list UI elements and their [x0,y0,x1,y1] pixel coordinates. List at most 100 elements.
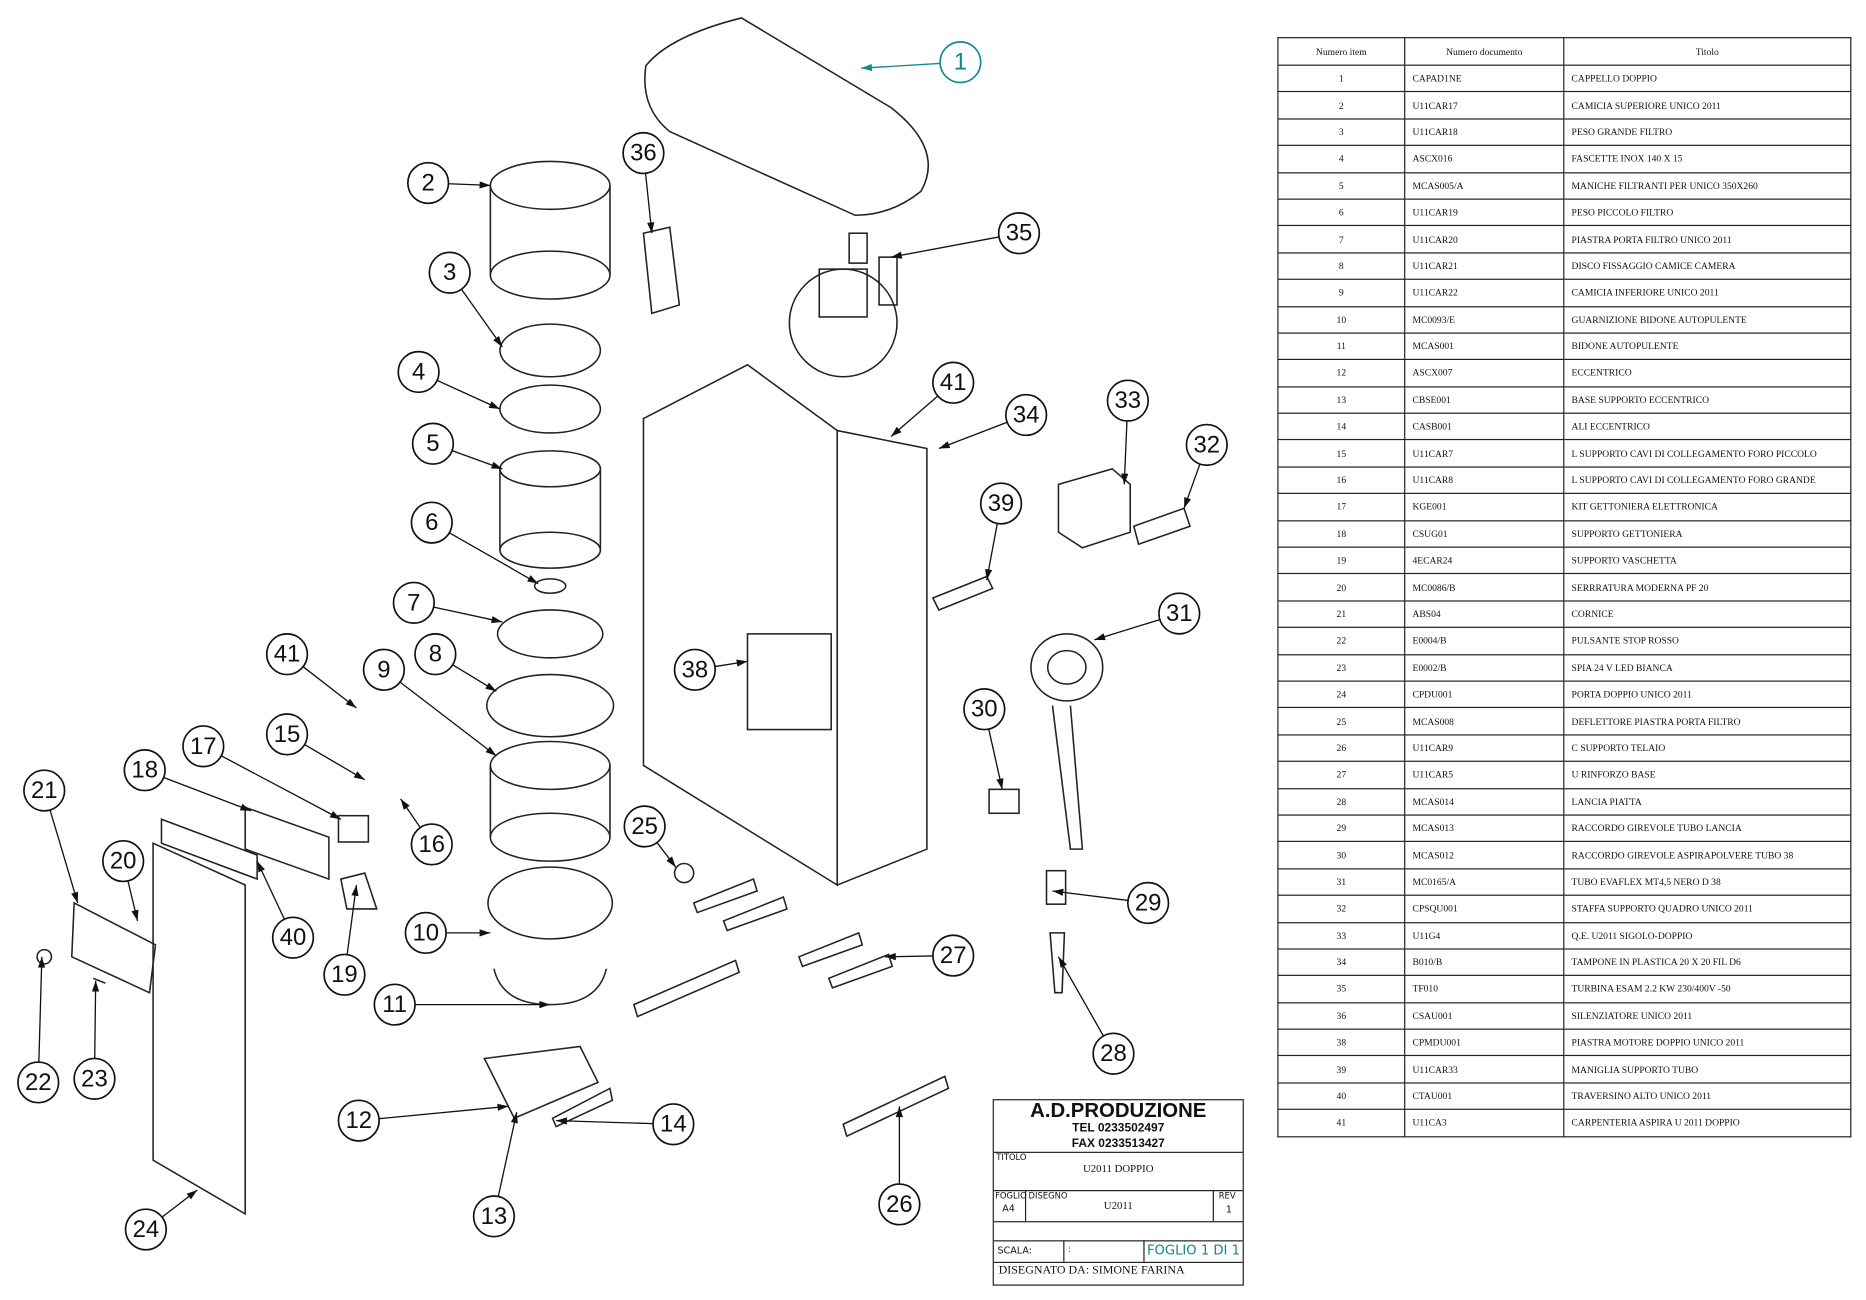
balloon-label: 26 [886,1191,913,1218]
balloon-circle [410,823,453,866]
document-number: MC0093/E [1404,305,1565,334]
arrowhead-icon [488,401,500,410]
item-title: KIT GETTONIERA ELETTRONICA [1563,493,1852,522]
document-number: U11CAR9 [1404,734,1565,763]
balloon-circle [323,953,366,996]
balloon-label: 41 [940,369,967,396]
item-title: ECCENTRICO [1563,359,1852,388]
scale-value: : [1068,1245,1071,1255]
document-number: ASCX007 [1404,359,1565,388]
item-title: SPIA 24 V LED BIANCA [1563,653,1852,682]
item-number: 12 [1277,359,1406,388]
item-number: 30 [1277,841,1406,870]
leader-line [38,956,43,1063]
item-number: 15 [1277,439,1406,468]
leader-line [890,236,1000,258]
arrowhead-icon [239,803,252,811]
item-number: 26 [1277,734,1406,763]
item-balloon: 14 [652,1103,695,1146]
item-number: 11 [1277,332,1406,361]
item-number: 6 [1277,198,1406,227]
item-balloon: 23 [73,1057,116,1100]
item-title: PESO PICCOLO FILTRO [1563,198,1852,227]
balloon-label: 23 [81,1065,108,1092]
leader-line [346,884,358,955]
balloon-label: 10 [412,919,439,946]
drawn-by: DISEGNATO DA: SIMONE FARINA [998,1264,1185,1278]
drawing-title: U2011 DOPPIO [1083,1162,1154,1175]
arrowhead-icon [345,698,357,709]
arrowhead-icon [400,798,410,810]
balloon-circle [406,161,450,205]
leader-line [378,1105,509,1120]
balloon-circle [414,633,457,676]
arrowhead-icon [1094,633,1106,641]
item-number: 18 [1277,519,1406,548]
balloon-label: 16 [418,831,445,858]
item-number: 9 [1277,278,1406,307]
document-number: MCAS012 [1404,841,1565,870]
item-balloon: 41 [932,361,975,404]
item-balloon: 6 [410,501,453,544]
revision: 1 [1225,1204,1232,1216]
arrowhead-icon [257,861,265,873]
item-balloon: 10 [404,911,447,955]
arrowhead-icon [527,575,539,584]
item-title: ALI ECCENTRICO [1563,412,1852,441]
leader-line [497,1112,518,1197]
balloon-label: 38 [682,656,709,683]
item-balloon: 20 [102,839,145,883]
parts-illustration [36,17,1191,1216]
item-title: TUBO EVAFLEX MT4,5 NERO D 38 [1563,867,1852,896]
item-balloon: 27 [932,934,975,977]
leader-line [460,288,503,348]
balloon-circle [1004,393,1048,437]
item-number: 13 [1277,385,1406,414]
leader-line [556,1119,654,1125]
balloon-circle [428,251,471,294]
item-title: GUARNIZIONE BIDONE AUTOPULENTE [1563,305,1852,334]
balloon-circle [652,1103,695,1146]
item-balloon: 36 [622,131,665,175]
balloon-label: 5 [426,430,439,457]
item-number: 34 [1277,948,1406,977]
leader-line [1052,890,1129,902]
item-title: TRAVERSINO ALTO UNICO 2011 [1563,1082,1852,1111]
arrowhead-icon [353,771,365,780]
arrowhead-icon [539,1001,551,1009]
arrowhead-icon [885,953,896,961]
document-number: CPDU001 [1404,680,1565,709]
item-title: STAFFA SUPPORTO QUADRO UNICO 2011 [1563,894,1852,923]
document-number: U11CAR21 [1404,252,1565,281]
item-balloon: 30 [963,688,1006,731]
arrowhead-icon [1058,956,1067,968]
document-number: CSUG01 [1404,519,1565,548]
item-number: 31 [1277,867,1406,896]
arrowhead-icon [996,778,1004,790]
balloon-label: 7 [407,589,420,616]
item-balloon: 29 [1126,881,1170,925]
item-title: TURBINA ESAM 2.2 KW 230/400V -50 [1563,975,1852,1004]
balloon-label: 35 [1006,220,1033,247]
item-number: 32 [1277,894,1406,923]
leader-line [49,809,79,904]
arrowhead-icon [186,1190,198,1200]
item-title: PESO GRANDE FILTRO [1563,118,1852,147]
balloon-label: 6 [425,509,438,536]
arrowhead-icon [1121,473,1129,485]
item-title: FASCETTE INOX 140 X 15 [1563,144,1852,173]
document-number: MC0086/B [1404,573,1565,602]
balloon-label: 19 [331,961,358,988]
item-balloon: 2 [406,161,450,205]
item-title: CORNICE [1563,600,1852,629]
item-number: 16 [1277,466,1406,495]
item-number: 24 [1277,680,1406,709]
balloon-circle [124,1208,168,1251]
